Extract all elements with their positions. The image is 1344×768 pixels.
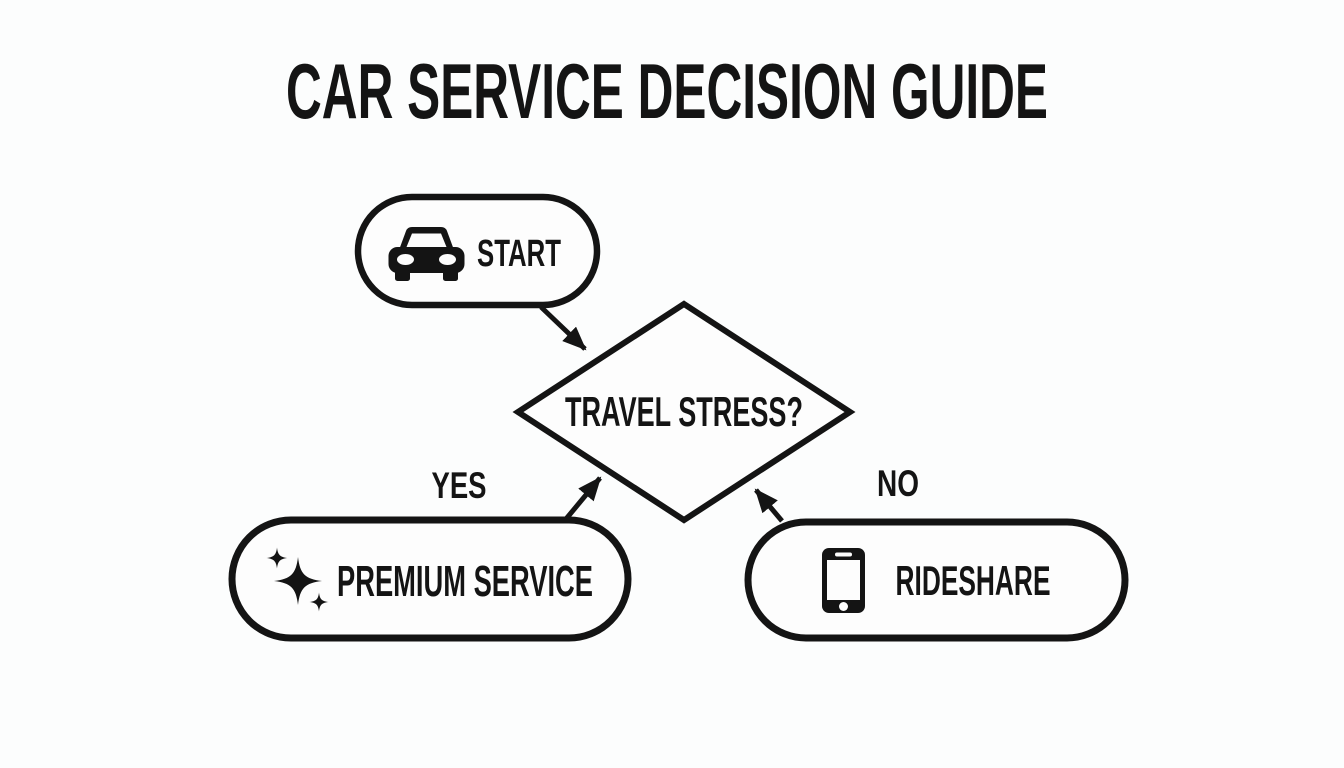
car-icon [388, 227, 465, 281]
edge-no: NO [754, 463, 919, 523]
edge-yes: YES [432, 465, 602, 521]
diagram-title: CAR SERVICE DECISION GUIDE [286, 47, 1048, 135]
edge-label-no: NO [877, 463, 919, 504]
node-start-label: START [477, 233, 561, 275]
smartphone-icon [822, 548, 865, 613]
node-premium-service-label: PREMIUM SERVICE [337, 557, 593, 606]
sparkles-icon [266, 547, 329, 612]
edge-label-yes: YES [432, 465, 487, 506]
node-start: START [354, 193, 601, 309]
node-rideshare: RIDESHARE [744, 518, 1129, 642]
node-rideshare-label: RIDESHARE [896, 557, 1051, 604]
node-decision-label: TRAVEL STRESS? [565, 388, 803, 435]
edge-start-to-decision [539, 305, 587, 351]
node-decision: TRAVEL STRESS? [512, 300, 856, 524]
node-premium-service: PREMIUM SERVICE [228, 516, 632, 642]
